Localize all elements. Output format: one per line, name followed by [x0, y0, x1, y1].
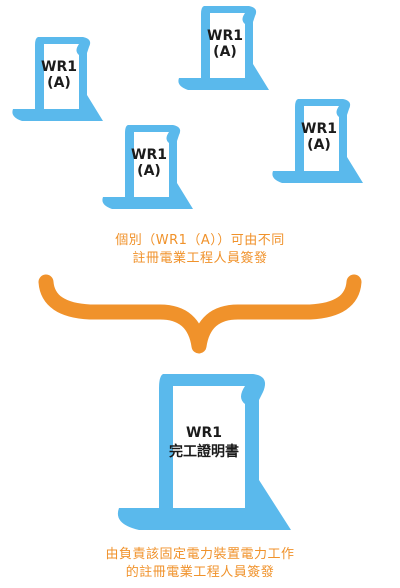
permit-scroll-3: WR1 (A): [95, 121, 195, 213]
scroll-shape: [117, 374, 291, 530]
completion-certificate-scroll: WR1 完工證明書: [105, 368, 295, 536]
scroll-shape: [178, 6, 269, 90]
caption-top: 個別（WR1（A））可由不同 註冊電業工程人員簽發: [0, 232, 400, 268]
permit-label: WR1 (A): [131, 147, 167, 180]
caption-bottom-line2: 的註冊電業工程人員簽發: [125, 565, 275, 580]
permit-label: WR1 (A): [207, 28, 243, 61]
scroll-shape: [12, 37, 103, 121]
permit-scroll-2: WR1 (A): [171, 2, 271, 94]
permit-label: WR1 (A): [41, 59, 77, 92]
scroll-shape: [102, 125, 193, 209]
caption-top-line1: 個別（WR1（A））可由不同: [115, 233, 285, 248]
certificate-label: WR1 完工證明書: [169, 425, 239, 460]
permit-scroll-4: WR1 (A): [265, 95, 365, 187]
permit-label: WR1 (A): [301, 121, 337, 154]
scroll-shape: [272, 99, 363, 183]
caption-bottom: 由負責該固定電力裝置電力工作 的註冊電業工程人員簽發: [0, 546, 400, 582]
permit-scroll-1: WR1 (A): [5, 33, 105, 125]
caption-bottom-line1: 由負責該固定電力裝置電力工作: [105, 547, 295, 562]
caption-top-line2: 註冊電業工程人員簽發: [132, 251, 268, 266]
